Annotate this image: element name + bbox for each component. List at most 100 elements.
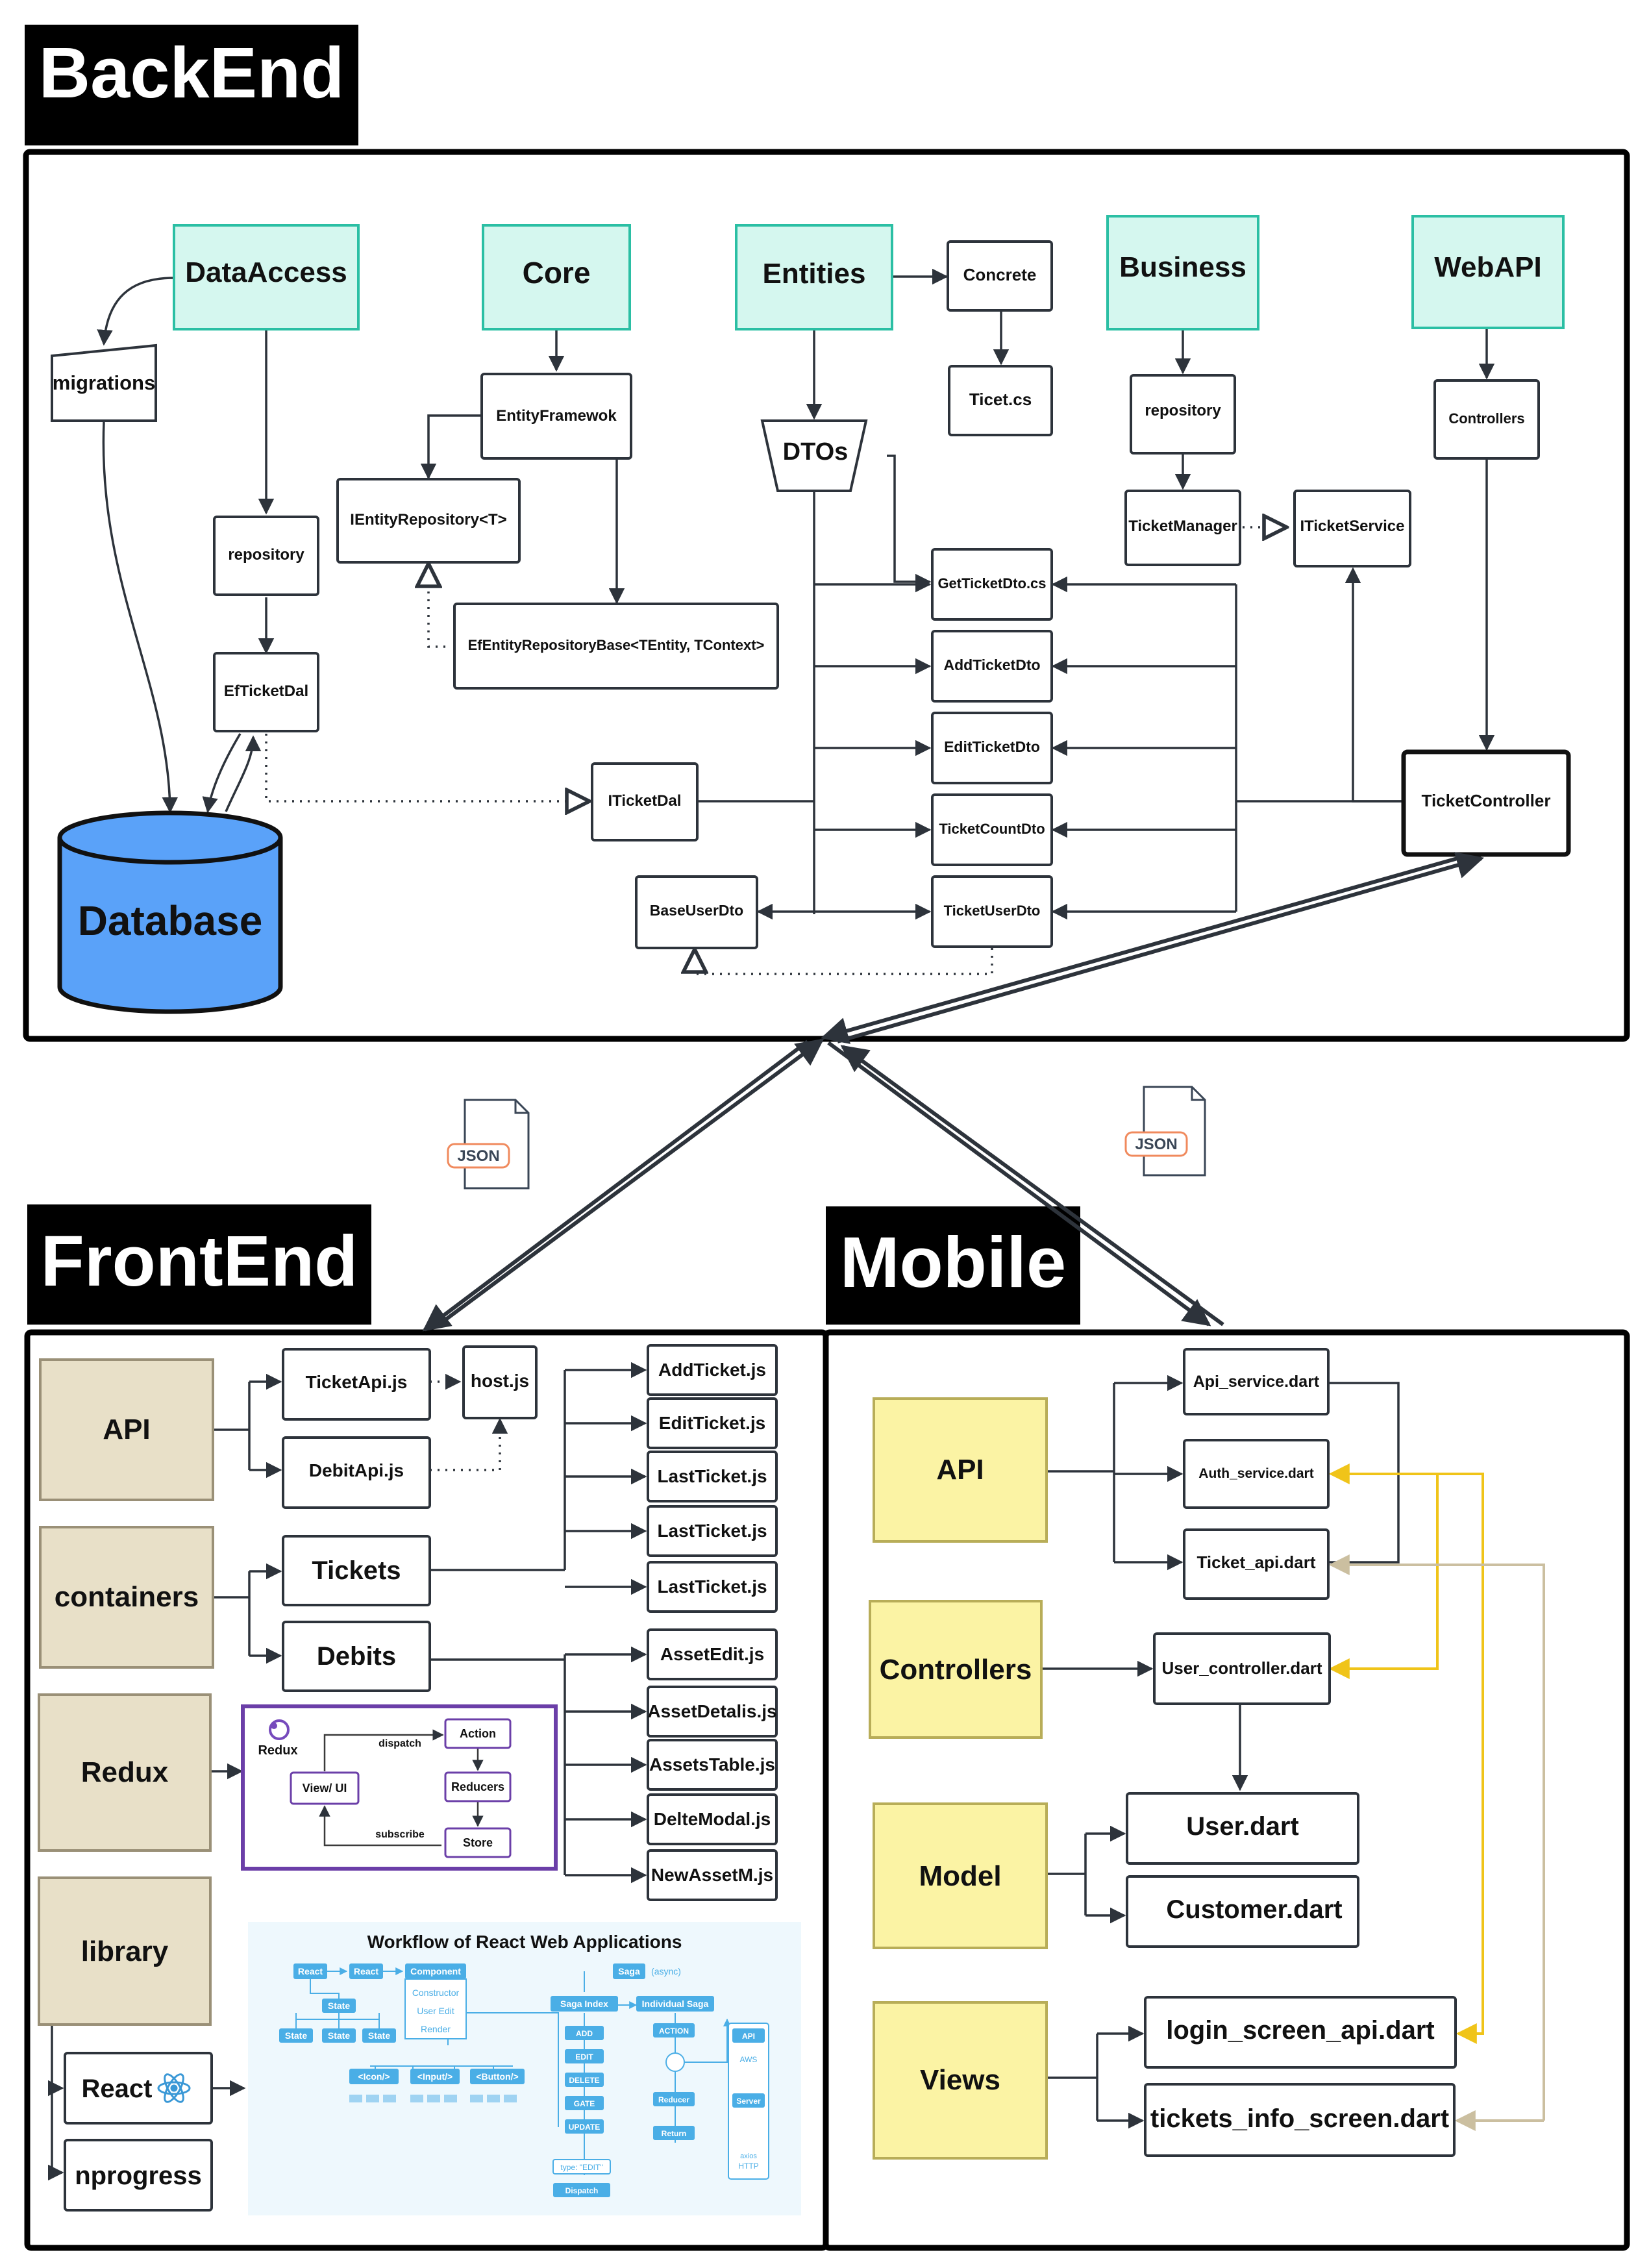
ticket-count-dto-label: TicketCountDto [939, 821, 1045, 837]
mobile-category-model: Model [873, 1802, 1048, 1949]
redux-store-label: Store [463, 1836, 493, 1849]
redux-subscribe-label: subscribe [375, 1829, 425, 1840]
api-service-file: Api_service.dart [1183, 1348, 1330, 1415]
json-file-icon-right: JSON [1124, 1086, 1206, 1177]
ticket-file: LastTicket.js [647, 1451, 778, 1502]
ticket-file-label: LastTicket.js [657, 1521, 767, 1541]
workflow-component-body [404, 1978, 467, 2039]
mobile-connectors [1043, 1375, 1400, 2129]
workflow-state-node [322, 2028, 356, 2043]
ticket-file-label: EditTicket.js [659, 1413, 765, 1433]
mobile-category-controllers-label: Controllers [880, 1654, 1032, 1686]
edit-ticket-dto-label: EditTicketDto [944, 738, 1040, 755]
workflow-reducer-label: Reducer [658, 2095, 689, 2104]
workflow-component-label: Component [410, 1966, 461, 1976]
workflow-action-type-label: DELETE [569, 2076, 599, 2085]
mobile-title: Mobile [826, 1206, 1080, 1325]
workflow-saga-label: Saga [618, 1966, 640, 1976]
tickets-info-screen-file-label: tickets_info_screen.dart [1150, 2104, 1449, 2133]
ticket-file: LastTicket.js [647, 1505, 778, 1557]
ef-ticket-dal-node: EfTicketDal [213, 652, 319, 732]
frontend-category-library-label: library [81, 1936, 169, 1967]
iticket-dal-label: ITicketDal [608, 792, 682, 810]
add-ticket-dto-node: AddTicketDto [931, 630, 1053, 703]
workflow-state-label: State [328, 2030, 350, 2041]
frontend-category-containers: containers [39, 1526, 214, 1669]
workflow-title: Workflow of React Web Applications [367, 1932, 682, 1952]
workflow-state-label: State [328, 2000, 350, 2011]
backend-title: BackEnd [25, 25, 358, 145]
ticket-api-dart-file: Ticket_api.dart [1183, 1528, 1330, 1600]
react-atom-icon [157, 2073, 191, 2103]
nprogress-library-label: nprogress [75, 2162, 202, 2190]
ticket-controller-label: TicketController [1422, 791, 1551, 810]
ef-entity-repository-base-label: EfEntityRepositoryBase<TEntity, TContext… [468, 637, 765, 653]
workflow-user-edit-label: User Edit [417, 2006, 454, 2016]
ticet-cs-node: Ticet.cs [948, 365, 1053, 436]
workflow-button-tag-label: <Button/> [476, 2071, 518, 2082]
react-workflow-diagram: Workflow of React Web Applications React… [248, 1922, 801, 2215]
workflow-axios-label: axios [740, 2152, 757, 2160]
json-label-right: JSON [1135, 1136, 1177, 1153]
debit-file: AssetsTable.js [647, 1739, 778, 1791]
tickets-container-label: Tickets [312, 1556, 401, 1585]
workflow-action-type-label: UPDATE [569, 2123, 600, 2132]
repository-dal-node: repository [213, 516, 319, 596]
workflow-react-label: React [298, 1966, 323, 1976]
concrete-node: Concrete [947, 240, 1053, 312]
workflow-return-node [653, 2126, 695, 2140]
ientity-repository-node: IEntityRepository<T> [336, 478, 521, 564]
workflow-constructor-label: Constructor [412, 1988, 460, 1998]
ticket-file: EditTicket.js [647, 1397, 778, 1449]
debit-file: NewAssetM.js [647, 1849, 778, 1901]
workflow-aws-label: AWS [740, 2055, 758, 2064]
controllers-label: Controllers [1448, 410, 1524, 427]
redux-reducers-label: Reducers [451, 1780, 504, 1793]
tickets-info-screen-file: tickets_info_screen.dart [1144, 2083, 1456, 2157]
redux-logo-icon [269, 1719, 290, 1740]
controllers-node: Controllers [1433, 379, 1540, 460]
mobile-category-views-label: Views [920, 2064, 1000, 2096]
api-service-file-label: Api_service.dart [1193, 1373, 1320, 1391]
debit-file: AssetDetalis.js [647, 1686, 778, 1738]
tickets-container: Tickets [282, 1535, 431, 1606]
repository-business-label: repository [1145, 402, 1221, 419]
frontend-category-api: API [39, 1358, 214, 1501]
workflow-dispatch-label: Dispatch [565, 2186, 599, 2195]
ef-ticket-dal-label: EfTicketDal [224, 682, 308, 700]
workflow-saga-index-label: Saga Index [560, 1999, 608, 2009]
ticket-file-label: AddTicket.js [658, 1360, 766, 1380]
workflow-server-label: Server [736, 2097, 761, 2106]
workflow-individual-saga-label: Individual Saga [642, 1999, 709, 2009]
redux-view-label: View/ UI [303, 1782, 347, 1795]
json-file-icon-left: JSON [447, 1099, 530, 1190]
workflow-api-label: API [742, 2032, 755, 2041]
redux-store-node [444, 1827, 512, 1858]
iticket-service-node: ITicketService [1293, 490, 1411, 567]
login-screen-api-file-label: login_screen_api.dart [1166, 2016, 1434, 2045]
concrete-label: Concrete [963, 265, 1037, 284]
nprogress-library: nprogress [64, 2139, 213, 2212]
user-model-file-label: User.dart [1186, 1812, 1298, 1841]
repository-business-node: repository [1130, 374, 1236, 455]
react-library: React [64, 2052, 213, 2125]
workflow-http-label: HTTP [738, 2162, 758, 2171]
frontend-category-redux-label: Redux [81, 1756, 169, 1788]
debit-file: DelteModal.js [647, 1793, 778, 1845]
redux-dispatch-label: dispatch [378, 1738, 421, 1749]
workflow-individual-saga-node [636, 1996, 714, 2012]
dtos-label: DTOs [783, 438, 849, 466]
workflow-saga-node [613, 1963, 645, 1979]
workflow-action-type [565, 2073, 604, 2087]
migrations-node: migrations [51, 343, 157, 422]
frontend-title: FrontEnd [27, 1204, 371, 1325]
workflow-server-node [732, 2093, 765, 2108]
dtos-node: DTOs [760, 419, 868, 492]
ticket-count-dto-node: TicketCountDto [931, 793, 1053, 866]
workflow-input-tag-label: <Input/> [417, 2071, 453, 2082]
workflow-state-node [362, 2028, 396, 2043]
workflow-react-node [349, 1963, 383, 1979]
entity-framework-label: EntityFramewok [496, 407, 617, 425]
ticket-file-label: LastTicket.js [657, 1466, 767, 1486]
